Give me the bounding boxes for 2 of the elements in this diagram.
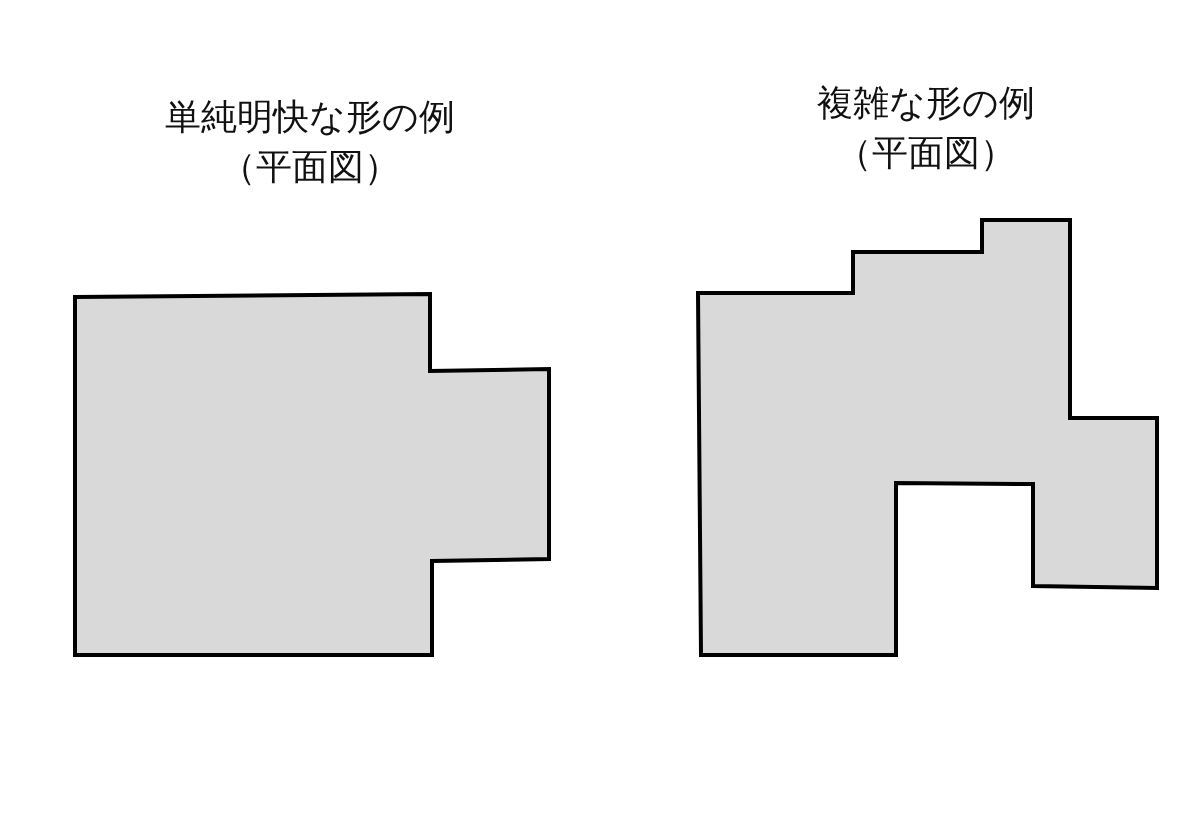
plan-heading: 単純明快な形の例（平面図） bbox=[164, 95, 456, 189]
plan-heading: 複雑な形の例（平面図） bbox=[816, 81, 1036, 175]
